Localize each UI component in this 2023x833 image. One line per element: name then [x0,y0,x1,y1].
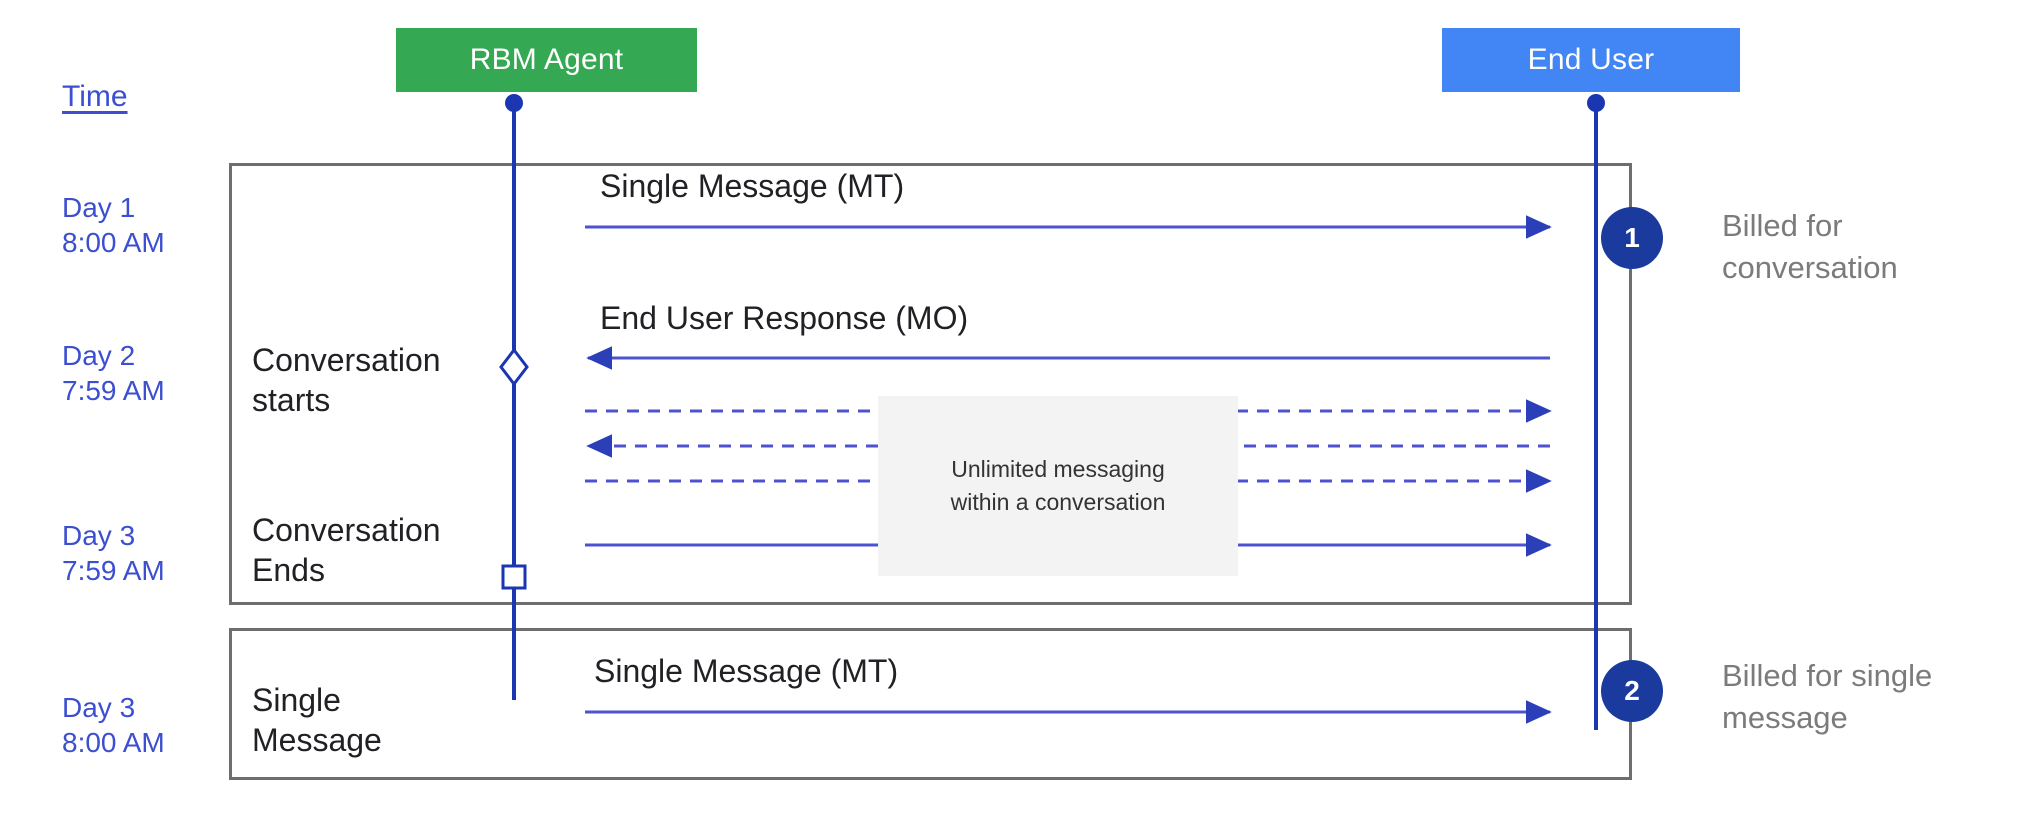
conversation-frame [229,163,1632,605]
phase-label-conversation-starts: Conversation starts [252,342,441,418]
time-label-day3-single: Day 3 8:00 AM [62,692,165,758]
lifeline-head-dot-rbm-agent [505,94,523,112]
lifeline-end-user [1594,100,1598,730]
message-label-msg-mt-1: Single Message (MT) [600,168,905,204]
badge-number-2: 2 [1624,675,1640,706]
badge-billing-2[interactable]: 2 [1601,660,1663,722]
lifeline-rbm-agent [512,100,516,700]
message-label-msg-mo-1: End User Response (MO) [600,300,969,336]
note-text: Unlimited messaging within a conversatio… [950,455,1166,515]
single-message-frame [229,628,1632,780]
phase-label-conversation-ends: Conversation Ends [252,512,441,588]
badge-note-billing-1: Billed for conversation [1722,208,1898,285]
badge-billing-1[interactable]: 1 [1601,207,1663,269]
actor-box-rbm-agent[interactable]: RBM Agent [396,28,697,92]
actor-label-end-user: End User [1527,43,1655,76]
actor-box-end-user[interactable]: End User [1442,28,1740,92]
lifeline-head-dot-end-user [1587,94,1605,112]
time-column-header: Time [62,80,128,113]
badge-number-1: 1 [1624,222,1640,253]
note-unlimited-messaging: Unlimited messaging within a conversatio… [878,396,1238,576]
message-label-msg-mt-2: Single Message (MT) [594,653,899,689]
phase-label-single-message: Single Message [252,682,382,758]
badge-note-billing-2: Billed for single message [1722,658,1933,735]
time-label-day1: Day 1 8:00 AM [62,192,165,258]
time-label-day2: Day 2 7:59 AM [62,340,165,406]
actor-label-rbm-agent: RBM Agent [469,43,624,76]
time-label-day3-end: Day 3 7:59 AM [62,520,165,586]
